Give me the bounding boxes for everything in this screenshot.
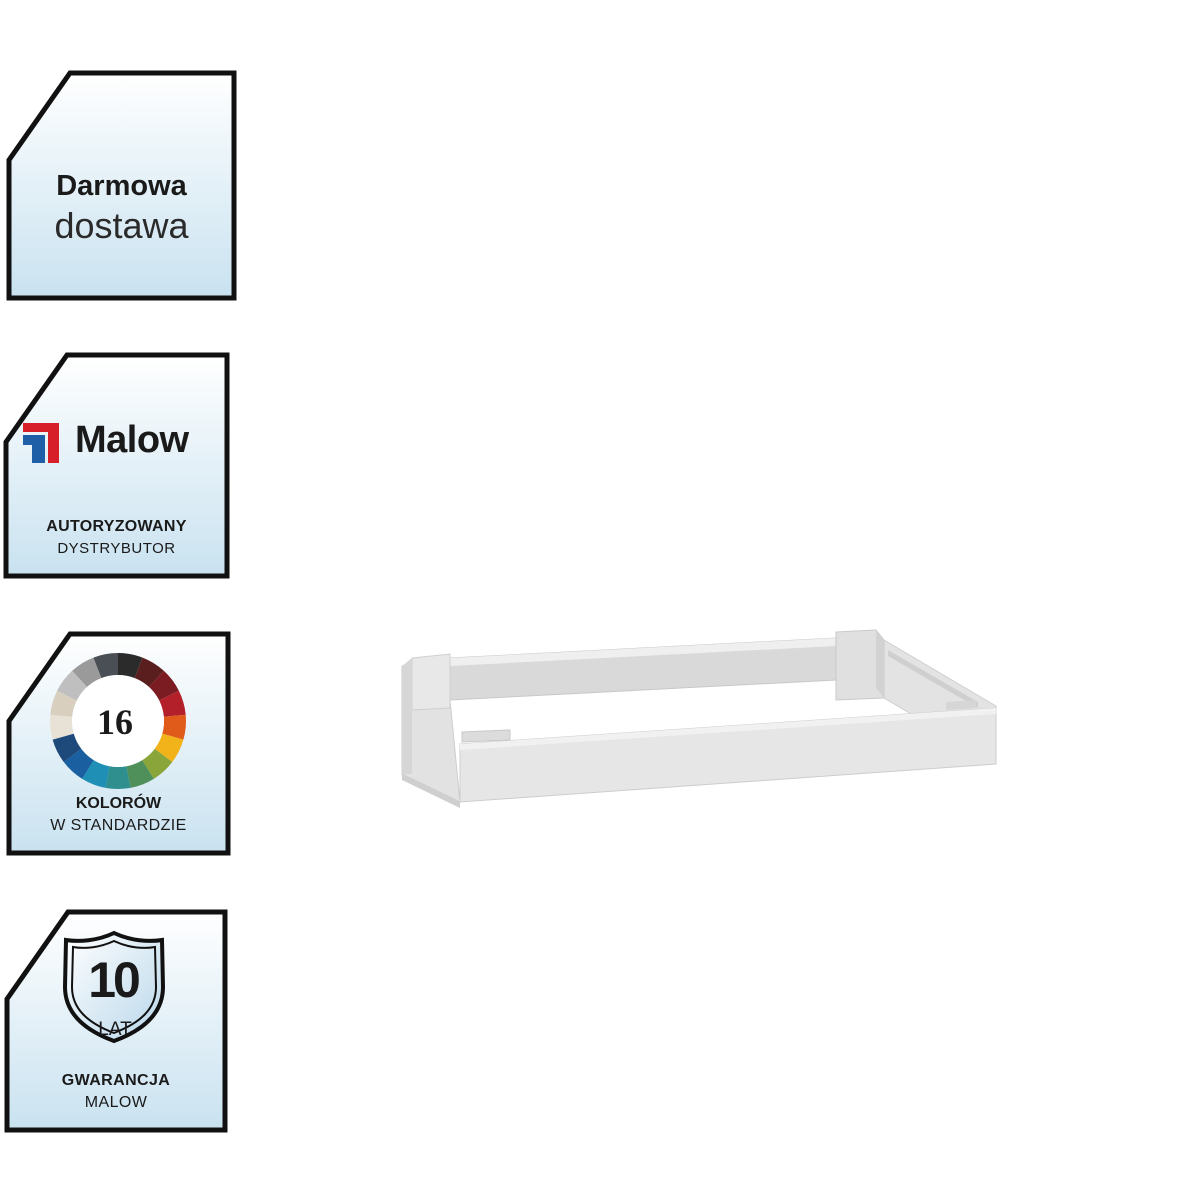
badge-line-2: dostawa <box>54 205 189 246</box>
color-count: 16 <box>97 702 133 742</box>
color-swatch <box>50 690 77 717</box>
badge-frame <box>3 352 230 579</box>
color-swatch <box>154 733 184 762</box>
color-swatch <box>50 714 74 740</box>
badge-line-1: Darmowa <box>56 170 187 202</box>
shield-icon <box>62 930 166 1044</box>
badge-line-2: MALOW <box>84 1094 148 1111</box>
badge-line-2: W STANDARDZIE <box>50 817 187 834</box>
color-swatch <box>105 766 131 789</box>
color-swatch <box>82 760 110 788</box>
badge-line-1: AUTORYZOWANY <box>46 518 187 535</box>
brand-name: Malow <box>75 419 189 461</box>
color-swatch <box>148 670 179 701</box>
color-swatch <box>72 657 102 688</box>
free-delivery-badge: Darmowa dostawa <box>6 70 237 301</box>
warranty-years: 10 <box>88 952 141 1008</box>
color-swatch <box>142 748 173 779</box>
color-swatch <box>162 714 186 740</box>
color-wheel-icon <box>50 653 186 789</box>
color-swatch <box>118 653 143 679</box>
badge-line-1: KOLORÓW <box>75 795 162 812</box>
warranty-badge: 10 LAT GWARANCJA MALOW <box>4 909 228 1133</box>
color-swatch <box>52 733 82 762</box>
color-swatch <box>126 760 154 788</box>
color-swatch <box>63 748 94 779</box>
authorized-distributor-badge: Malow AUTORYZOWANY DYSTRYBUTOR <box>3 352 230 579</box>
malow-logo: Malow <box>19 419 219 467</box>
color-swatch <box>57 670 88 701</box>
badge-frame <box>6 70 237 301</box>
color-swatch <box>134 657 164 688</box>
badge-frame <box>4 909 228 1133</box>
product-base-frame-image <box>401 629 997 808</box>
badge-line-1: GWARANCJA <box>61 1072 171 1089</box>
malow-logo-icon <box>23 423 59 463</box>
color-swatch <box>159 690 186 717</box>
standard-colors-badge: 16 KOLORÓW W STANDARDZIE <box>6 631 231 856</box>
warranty-unit: LAT <box>98 1019 132 1040</box>
color-swatch <box>93 653 118 679</box>
badge-line-2: DYSTRYBUTOR <box>57 540 176 557</box>
